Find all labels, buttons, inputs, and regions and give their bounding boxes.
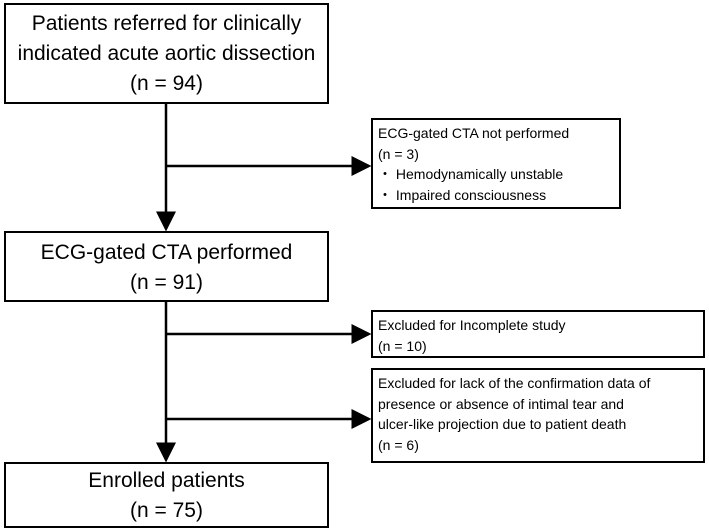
no-confirmation-count: (n = 6) (378, 436, 419, 453)
no-confirmation-line-3: ulcer-like projection due to patient dea… (378, 416, 627, 432)
referred-count: (n = 94) (130, 72, 203, 95)
not-performed-title: ECG-gated CTA not performed (378, 125, 570, 141)
box-excluded-no-confirmation: Excluded for lack of the confirmation da… (371, 368, 705, 463)
referred-line-1: Patients referred for clinically (31, 12, 302, 35)
referred-line-2: indicated acute aortic dissection (17, 42, 316, 65)
enrolled-count: (n = 75) (130, 499, 203, 522)
not-performed-reason-1: ・ Hemodynamically unstable (378, 166, 564, 182)
box-patients-referred: Patients referred for clinically indicat… (4, 3, 329, 104)
box-excluded-incomplete: Excluded for Incomplete study (n = 10) (371, 310, 705, 358)
no-confirmation-line-2: presence or absence of intimal tear and (378, 395, 624, 412)
not-performed-reason-2: ・ Impaired consciousness (378, 186, 547, 203)
box-enrolled-patients: Enrolled patients (n = 75) (4, 462, 329, 528)
performed-title: ECG-gated CTA performed (40, 241, 293, 264)
box-cta-not-performed: ECG-gated CTA not performed (n = 3) ・ He… (371, 118, 621, 209)
box-cta-performed: ECG-gated CTA performed (n = 91) (4, 231, 329, 302)
performed-count: (n = 91) (130, 271, 203, 294)
not-performed-count: (n = 3) (378, 145, 419, 162)
enrolled-title: Enrolled patients (88, 469, 245, 492)
incomplete-title: Excluded for Incomplete study (378, 317, 566, 333)
no-confirmation-line-1: Excluded for lack of the confirmation da… (378, 375, 651, 391)
incomplete-count: (n = 10) (378, 337, 427, 354)
